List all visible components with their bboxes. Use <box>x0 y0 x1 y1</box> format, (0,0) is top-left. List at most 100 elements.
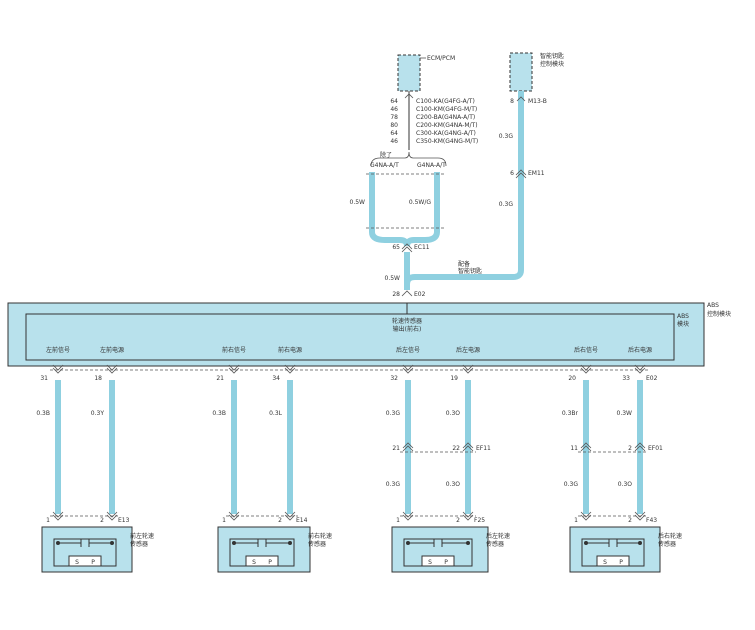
abs-pin: 32 <box>390 375 398 382</box>
sensor-term-s: S <box>252 559 256 566</box>
ec-connector: EC11 <box>414 244 430 251</box>
inline-pin: 22 <box>452 445 460 452</box>
sensor-name: 前右轮速 <box>308 532 332 540</box>
abs-pin: 19 <box>450 375 458 382</box>
sensor-connector: E14 <box>296 517 308 524</box>
ecm-pin: 64 <box>390 98 398 105</box>
ecm-pin: 64 <box>390 130 398 137</box>
abs-module-label-1: ABS <box>707 302 719 309</box>
ecm-pcm-module: ECM/PCM <box>397 54 455 92</box>
ecm-connector: C200-BA(G4NA-A/T) <box>416 114 475 121</box>
abs-feed-connector: E02 <box>414 291 426 298</box>
smart-key-wire: 0.3G <box>499 133 514 140</box>
wire-gauge: 0.3B <box>36 410 50 417</box>
smart-key-label-1: 智能钥匙 <box>540 52 564 60</box>
ecm-connector: C300-KA(G4NG-A/T) <box>416 130 476 137</box>
wire-gauge: 0.3G <box>564 481 579 488</box>
abs-feed-pin: 28 <box>392 291 400 298</box>
abs-pin: 21 <box>216 375 224 382</box>
smart-key-connector: M13-B <box>528 98 547 105</box>
inline-pin: 21 <box>392 445 400 452</box>
sensor-pin: 2 <box>100 517 104 524</box>
wire-gauge: 0.3O <box>618 481 633 488</box>
ecm-pin-list: 64 46 78 80 64 46 C100-KA(G4FG-A/T) C100… <box>390 98 478 145</box>
abs-module-label-2: 控制模块 <box>707 310 731 318</box>
sensor-name: 传感器 <box>130 540 148 548</box>
wire-gauge: 0.3B <box>212 410 226 417</box>
ecm-connector: C100-KM(G4FG-M/T) <box>416 106 477 113</box>
smart-key-module: 智能钥匙 控制模块 <box>509 52 564 92</box>
sensor-name: 后左轮速 <box>486 532 510 540</box>
abs-inner-label-2: 模块 <box>677 320 689 328</box>
branch-right-label: G4NA-A/T <box>417 162 446 169</box>
sensor-pin: 1 <box>574 517 578 524</box>
ecm-pcm-label: ECM/PCM <box>427 55 455 62</box>
inline-pin: 11 <box>570 445 578 452</box>
branch-left-label: 除了 <box>380 151 392 159</box>
em-wire: 0.3G <box>499 201 514 208</box>
ecm-connector: C200-KM(G4NA-M/T) <box>416 122 478 129</box>
sensor-pin: 2 <box>456 517 460 524</box>
inline-connector: EF11 <box>476 445 491 452</box>
ecm-connector: C350-KM(G4NG-M/T) <box>416 138 478 145</box>
abs-center-label-1: 轮速传感器 <box>392 317 422 325</box>
ecm-connector: C100-KA(G4FG-A/T) <box>416 98 475 105</box>
abs-pin-connector: E02 <box>646 375 658 382</box>
sensor-pin: 2 <box>628 517 632 524</box>
sensor-pin: 1 <box>46 517 50 524</box>
smart-key-pin: 8 <box>510 98 514 105</box>
inline-pin: 2 <box>628 445 632 452</box>
abs-signal-label: 后右电源 <box>628 346 652 354</box>
sensor-connector: F43 <box>646 517 657 524</box>
abs-signal-label: 前右信号 <box>222 346 246 354</box>
sensor-term-p: P <box>268 559 272 566</box>
sensor-connector: F25 <box>474 517 485 524</box>
sensor-name: 传感器 <box>486 540 504 548</box>
option-label-2: 智能钥匙 <box>458 267 482 275</box>
wire-gauge: 0.3G <box>386 410 401 417</box>
branch-left-sub: G4NA-A/T <box>370 162 399 169</box>
sensor-name: 传感器 <box>658 540 676 548</box>
sensor-term-s: S <box>75 559 79 566</box>
ecm-pin: 46 <box>390 138 398 145</box>
wire-gauge: 0.3G <box>386 481 401 488</box>
ecm-pin: 78 <box>390 114 398 121</box>
sensor-term-s: S <box>428 559 432 566</box>
abs-control-module: ABS 控制模块 ABS 模块 轮速传感器 输出(前右) 左前信号 左前电源 前… <box>7 302 731 367</box>
wire-left: 0.5W <box>350 199 366 206</box>
sensor-term-s: S <box>603 559 607 566</box>
abs-pin: 34 <box>272 375 280 382</box>
abs-pin: 33 <box>622 375 630 382</box>
wire-mid: 0.5W/G <box>409 199 431 206</box>
sensor-connector: E13 <box>118 517 130 524</box>
wire-gauge: 0.3L <box>269 410 283 417</box>
sensor-pin: 1 <box>222 517 226 524</box>
sensor-term-p: P <box>91 559 95 566</box>
abs-pin: 20 <box>568 375 576 382</box>
sensor-name: 前左轮速 <box>130 532 154 540</box>
abs-signal-label: 后右信号 <box>574 346 598 354</box>
abs-feed-wire: 0.5W <box>385 275 401 282</box>
option-label-1: 配备 <box>458 260 470 268</box>
abs-signal-label: 后左信号 <box>396 346 420 354</box>
sensor-pin: 2 <box>278 517 282 524</box>
sensor-pin: 1 <box>396 517 400 524</box>
sensor-term-p: P <box>619 559 623 566</box>
wire-gauge: 0.3O <box>446 410 461 417</box>
ecm-pin: 46 <box>390 106 398 113</box>
em-connector: EM11 <box>528 170 545 177</box>
wire-gauge: 0.3O <box>446 481 461 488</box>
abs-inner-label-1: ABS <box>677 313 689 320</box>
ec-pin: 65 <box>392 244 400 251</box>
sensor-term-p: P <box>444 559 448 566</box>
abs-signal-label: 前右电源 <box>278 346 302 354</box>
abs-signal-label: 左前电源 <box>100 346 124 354</box>
abs-signal-label: 后左电源 <box>456 346 480 354</box>
ecm-pin: 80 <box>390 122 398 129</box>
abs-pin: 18 <box>94 375 102 382</box>
